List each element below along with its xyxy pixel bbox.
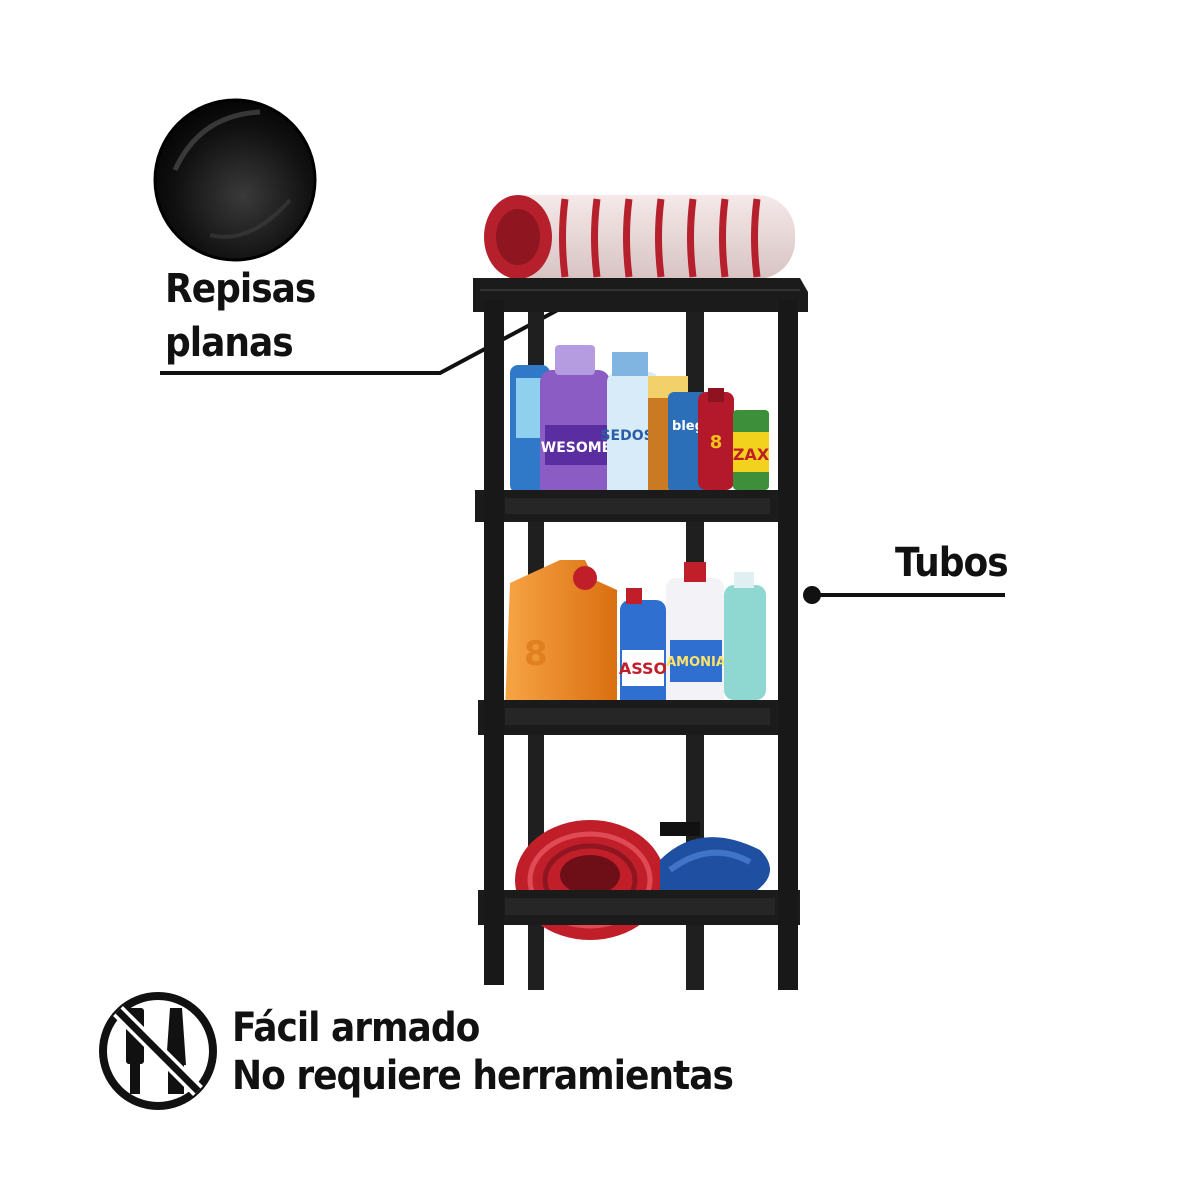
shelves-callout-label-line2: planas xyxy=(165,320,294,366)
zax-label: ZAX xyxy=(733,445,770,464)
amonia-label: AMONIA xyxy=(666,655,726,670)
shelf-front-posts xyxy=(484,300,798,990)
tubes-callout-label: Tubos xyxy=(895,540,1009,586)
tubes-callout-line xyxy=(803,586,1005,604)
jug-number: 8 xyxy=(524,634,548,674)
shelf-3 xyxy=(478,700,788,735)
black-plastic-swatch xyxy=(153,98,317,262)
rolled-mat xyxy=(484,195,795,279)
awesome-label: WESOME xyxy=(541,440,612,456)
shelf-4 xyxy=(478,890,800,925)
shelves-callout-label-line1: Repisas xyxy=(165,266,316,312)
no-tools-icon xyxy=(99,992,217,1110)
assembly-line1: Fácil armado xyxy=(232,1005,480,1051)
shelf-2 xyxy=(475,490,795,522)
shelf-3-products: 8 ASSO AMONIA xyxy=(505,560,766,720)
shelf-1 xyxy=(473,278,808,312)
shelf-2-products: WESOME SEDOSO bleg 8 ZAX xyxy=(510,345,770,500)
can8-label: 8 xyxy=(710,432,723,453)
asso-label: ASSO xyxy=(619,659,667,678)
assembly-line2: No requiere herramientas xyxy=(232,1053,734,1099)
bleach-label: bleg xyxy=(672,419,704,434)
